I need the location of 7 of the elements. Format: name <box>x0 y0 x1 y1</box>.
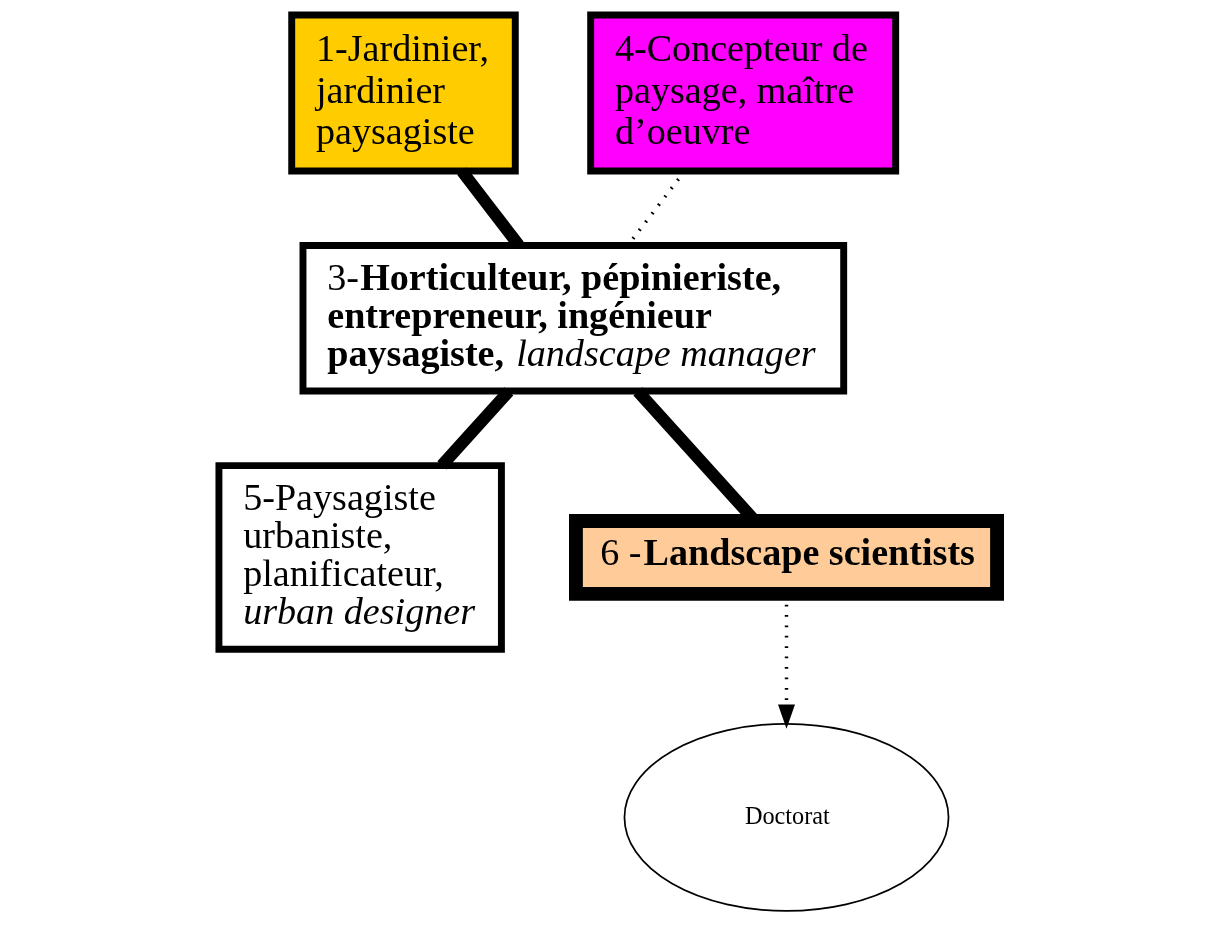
node-box: 3-Horticulteur, pépinieriste, entrepreneur, ingénieur paysagiste, landscape manager <box>299 242 848 395</box>
node-box: 5-Paysagiste urbaniste, planificateur, urban designer <box>215 462 505 653</box>
node-box: 4-Concepteur de paysage, maître d’oeuvre <box>587 11 900 175</box>
node-ellipse: Doctorat <box>623 722 950 912</box>
connector <box>437 387 514 470</box>
node-box: 1-Jardinier, jardinier paysagiste <box>288 11 519 175</box>
node-box: 6 -Landscape scientists <box>569 514 1004 601</box>
